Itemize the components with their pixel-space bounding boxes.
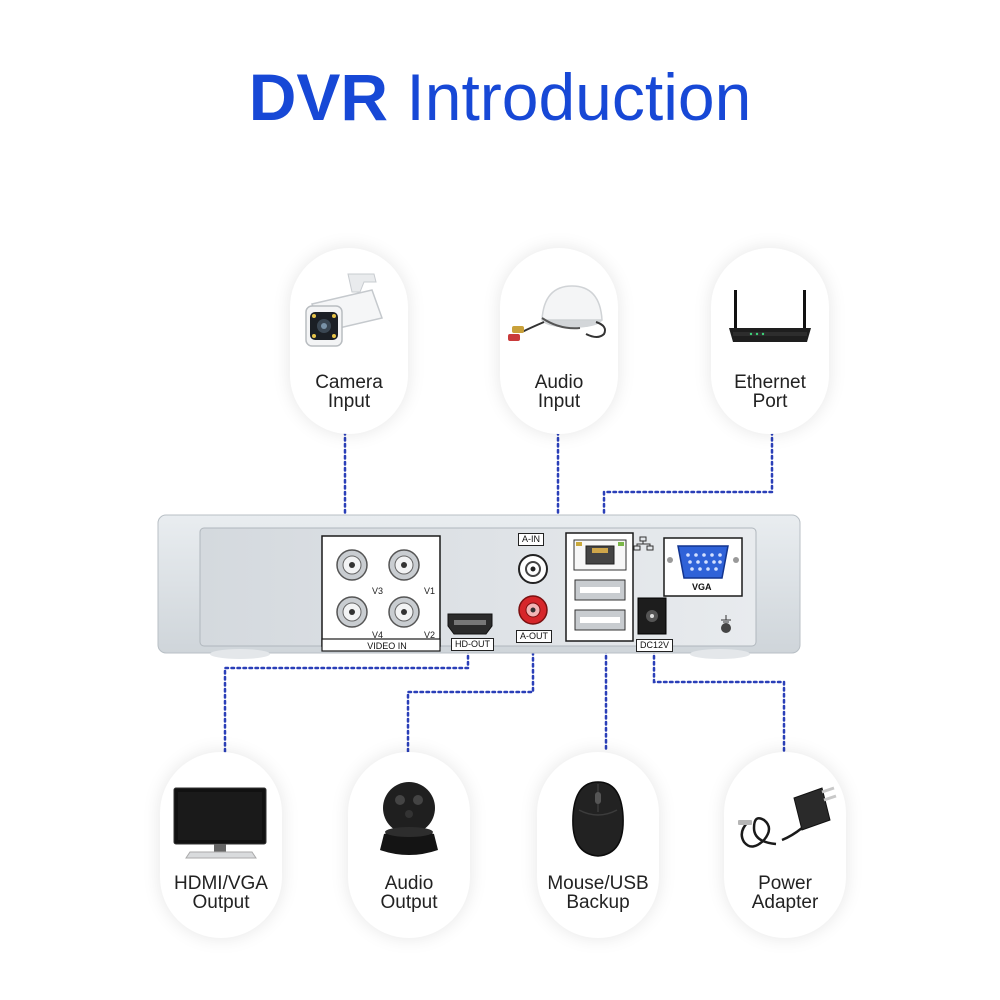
ethernet-port-line2: Port bbox=[752, 391, 788, 412]
power-adapter-label: Power Adapter bbox=[724, 874, 846, 912]
audio-out-label: A-OUT bbox=[516, 630, 552, 643]
router-icon bbox=[729, 290, 811, 342]
ethernet-port-label: Ethernet Port bbox=[711, 373, 829, 411]
bnc-v3 bbox=[336, 549, 368, 581]
channel-v3-label: V3 bbox=[372, 586, 384, 596]
audio-output-line1: Audio bbox=[384, 873, 434, 894]
video-in-label: VIDEO IN bbox=[367, 641, 407, 651]
title-bold: DVR bbox=[248, 60, 389, 134]
video-in-block bbox=[321, 535, 441, 652]
lan-usb-block bbox=[565, 532, 634, 642]
mouse-usb-backup-line1: Mouse/USB bbox=[547, 873, 649, 894]
hdmi-port bbox=[447, 613, 493, 635]
bnc-v4 bbox=[336, 596, 368, 628]
audio-output-line2: Output bbox=[380, 892, 438, 913]
dc-label: DC12V bbox=[636, 639, 674, 652]
speaker-icon bbox=[380, 782, 438, 855]
audio-output-label: Audio Output bbox=[348, 874, 470, 912]
audio-input-line1: Audio bbox=[534, 372, 584, 393]
dc-jack bbox=[637, 597, 667, 635]
audio-input-label: Audio Input bbox=[500, 373, 618, 411]
channel-v4-label: V4 bbox=[372, 630, 384, 640]
channel-v2-label: V2 bbox=[424, 630, 436, 640]
camera-icon bbox=[305, 273, 383, 347]
card-ethernet-port: Ethernet Port bbox=[711, 248, 829, 434]
microphone-icon bbox=[508, 285, 606, 341]
monitor-icon bbox=[173, 787, 267, 859]
audio-input-line2: Input bbox=[537, 391, 581, 412]
mouse-icon bbox=[572, 781, 624, 857]
channel-v1-label: V1 bbox=[424, 586, 436, 596]
title-light: Introduction bbox=[406, 60, 752, 134]
camera-input-label: Camera Input bbox=[290, 373, 408, 411]
bnc-v1 bbox=[388, 549, 420, 581]
hdmi-vga-output-line2: Output bbox=[192, 892, 250, 913]
audio-in-label: A-IN bbox=[518, 533, 544, 546]
camera-input-line1: Camera bbox=[315, 372, 383, 393]
network-symbol-icon bbox=[633, 536, 654, 551]
vga-label: VGA bbox=[689, 582, 715, 593]
power-adapter-icon bbox=[738, 786, 837, 848]
ground-icon bbox=[721, 615, 731, 633]
card-hdmi-vga-output: HDMI/VGA Output bbox=[160, 752, 282, 938]
card-camera-input: Camera Input bbox=[290, 248, 408, 434]
audio-out-port bbox=[518, 595, 548, 625]
wire-audio-out bbox=[406, 638, 535, 754]
camera-input-line2: Input bbox=[327, 391, 371, 412]
power-adapter-line2: Adapter bbox=[751, 892, 819, 913]
card-audio-output: Audio Output bbox=[348, 752, 470, 938]
hdmi-vga-output-line1: HDMI/VGA bbox=[174, 873, 268, 894]
wire-power bbox=[652, 630, 786, 754]
card-power-adapter: Power Adapter bbox=[724, 752, 846, 938]
wire-ethernet bbox=[602, 430, 774, 550]
mouse-usb-backup-line2: Backup bbox=[566, 892, 630, 913]
mouse-usb-backup-label: Mouse/USB Backup bbox=[537, 874, 659, 912]
card-mouse-usb-backup: Mouse/USB Backup bbox=[537, 752, 659, 938]
audio-in-port bbox=[518, 554, 548, 584]
hd-out-label: HD-OUT bbox=[451, 638, 494, 651]
page-title: DVR Introduction bbox=[0, 52, 1000, 142]
card-audio-input: Audio Input bbox=[500, 248, 618, 434]
hdmi-vga-output-label: HDMI/VGA Output bbox=[160, 874, 282, 912]
power-adapter-line1: Power bbox=[758, 873, 812, 894]
bnc-v2 bbox=[388, 596, 420, 628]
ethernet-port-line1: Ethernet bbox=[734, 372, 806, 393]
